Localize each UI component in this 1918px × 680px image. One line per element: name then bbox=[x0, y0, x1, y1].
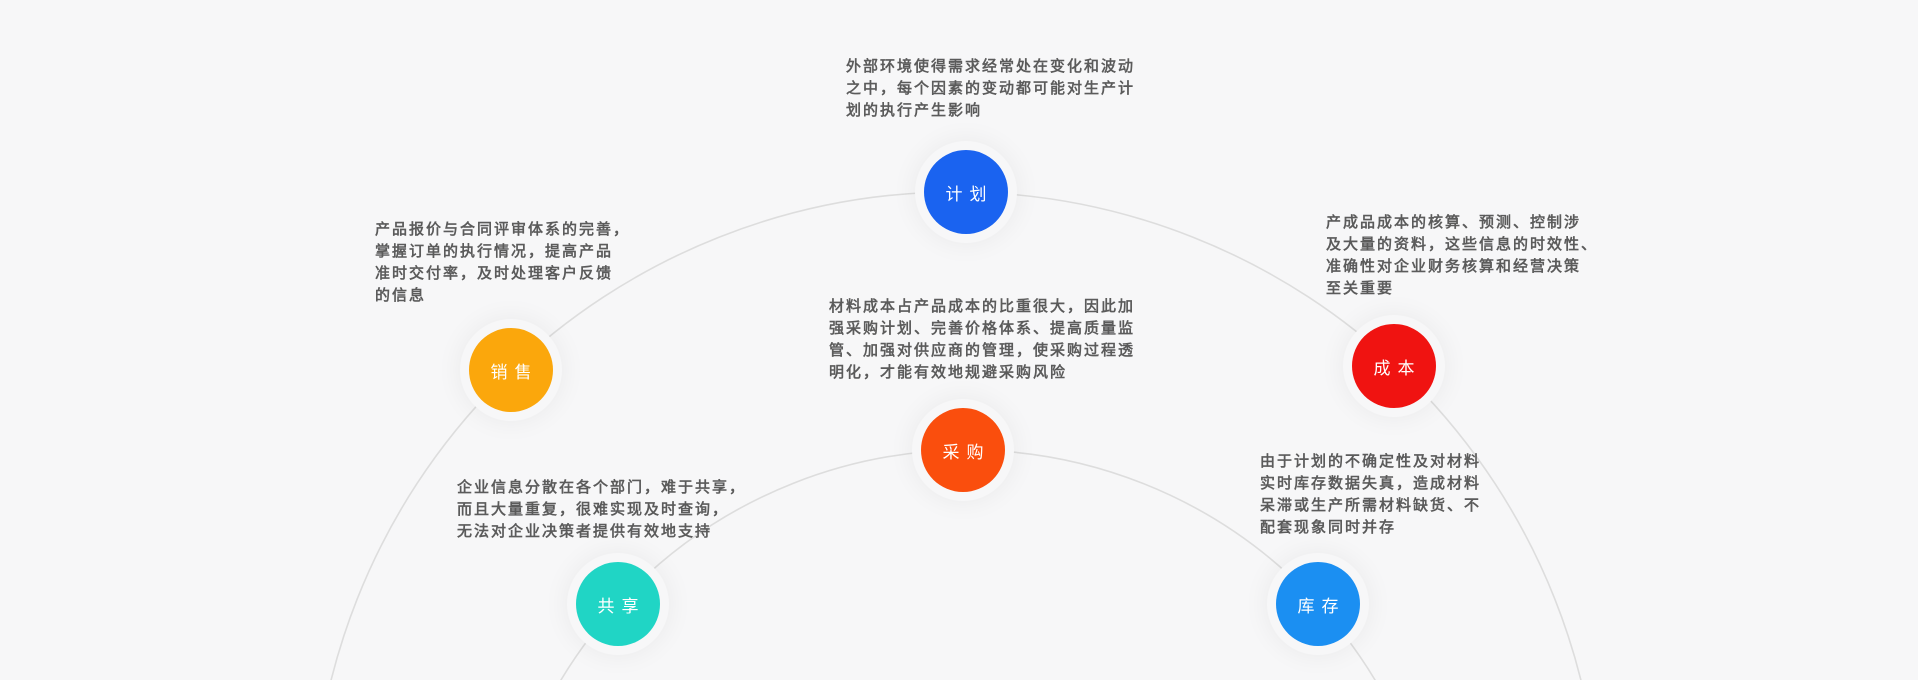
node-share-label: 共享 bbox=[597, 596, 646, 616]
sales-description: 产品报价与合同评审体系的完善，掌握订单的执行情况，提高产品准时交付率，及时处理客… bbox=[375, 221, 631, 304]
node-plan-label: 计划 bbox=[945, 184, 994, 204]
cost-description: 产成品成本的核算、预测、控制涉及大量的资料，这些信息的时效性、准确性对企业财务核… bbox=[1326, 214, 1599, 297]
node-inventory-label: 库存 bbox=[1297, 596, 1346, 616]
node-procurement[interactable]: 采购 bbox=[921, 408, 1005, 492]
inventory-description: 由于计划的不确定性及对材料实时库存数据失真，造成材料呆滞或生产所需材料缺货、不配… bbox=[1260, 453, 1482, 536]
node-plan[interactable]: 计划 bbox=[924, 150, 1008, 234]
node-inventory[interactable]: 库存 bbox=[1276, 562, 1360, 646]
node-share[interactable]: 共享 bbox=[576, 562, 660, 646]
share-description: 企业信息分散在各个部门，难于共享，而且大量重复，很难实现及时查询，无法对企业决策… bbox=[457, 479, 747, 540]
node-cost[interactable]: 成本 bbox=[1352, 324, 1436, 408]
node-cost-label: 成本 bbox=[1373, 358, 1422, 378]
node-sales[interactable]: 销售 bbox=[469, 328, 553, 412]
node-sales-label: 销售 bbox=[490, 362, 539, 382]
plan-description: 外部环境使得需求经常处在变化和波动之中，每个因素的变动都可能对生产计划的执行产生… bbox=[846, 58, 1136, 119]
procurement-description: 材料成本占产品成本的比重很大，因此加强采购计划、完善价格体系、提高质量监管、加强… bbox=[829, 298, 1136, 381]
node-procurement-label: 采购 bbox=[942, 442, 991, 462]
